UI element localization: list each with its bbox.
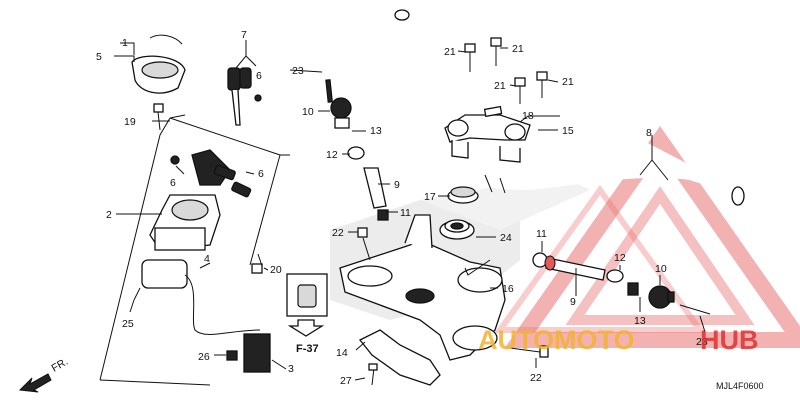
callout-17: 17 xyxy=(424,191,436,203)
callout-20: 20 xyxy=(270,264,282,276)
callout-13-top: 13 xyxy=(370,125,382,137)
diagram-code: MJL4F0600 xyxy=(716,381,764,391)
callout-8: 8 xyxy=(646,127,652,139)
callout-12-top: 12 xyxy=(326,149,338,161)
callout-21-b: 21 xyxy=(512,43,524,55)
front-arrow xyxy=(18,373,52,393)
figure-reference-label: F-37 xyxy=(296,343,319,355)
callout-26: 26 xyxy=(198,351,210,363)
wire-clamp xyxy=(358,329,441,386)
callout-22-left: 22 xyxy=(332,227,344,239)
watermark-text: AUTOMOTO HUB xyxy=(478,325,759,355)
watermark-word-2: HUB xyxy=(700,325,759,355)
callout-9-right: 9 xyxy=(570,296,576,308)
callout-16: 16 xyxy=(502,283,514,295)
callout-11-top: 11 xyxy=(400,207,411,219)
lock-cap xyxy=(131,55,186,94)
callout-2: 2 xyxy=(106,209,112,221)
callout-4: 4 xyxy=(204,253,210,265)
callout-6-left: 6 xyxy=(170,177,176,189)
switch-parts xyxy=(325,79,389,221)
callout-21-c: 21 xyxy=(494,80,506,92)
ignition-switch xyxy=(149,149,252,251)
callout-10-top: 10 xyxy=(302,106,314,118)
callout-21-a: 21 xyxy=(444,46,456,58)
callout-25: 25 xyxy=(122,318,134,330)
stem-cap xyxy=(447,186,479,204)
key-set xyxy=(227,67,262,126)
bolt-19 xyxy=(153,103,164,131)
callout-10-right: 10 xyxy=(655,263,667,275)
callout-18: 18 xyxy=(522,110,534,122)
callout-19: 19 xyxy=(124,116,136,128)
callout-23-top: 23 xyxy=(292,65,304,77)
callout-24: 24 xyxy=(500,232,512,244)
callout-14: 14 xyxy=(336,347,348,359)
bolt-21-group xyxy=(464,37,548,104)
ignition-box-outline xyxy=(99,114,290,386)
figure-reference-box xyxy=(286,273,328,337)
screw-27 xyxy=(368,363,378,386)
callout-6-right: 6 xyxy=(258,168,264,180)
callout-1: 1 xyxy=(122,37,128,49)
callout-22-bottom: 22 xyxy=(530,372,542,384)
ignition-harness xyxy=(133,259,271,373)
bolt-20 xyxy=(251,253,263,274)
snap-ring xyxy=(149,34,183,45)
top-bridge xyxy=(339,214,506,361)
front-label: FR. xyxy=(50,356,71,375)
callout-21-d: 21 xyxy=(562,76,574,88)
callout-11-right: 11 xyxy=(536,228,547,240)
bolt-22-bottom xyxy=(509,345,549,358)
callout-3: 3 xyxy=(288,363,294,375)
callout-5: 5 xyxy=(96,51,102,63)
handlebar-pipe xyxy=(394,9,745,206)
handlebar-holder-upper xyxy=(444,105,531,163)
callout-27: 27 xyxy=(340,375,352,387)
watermark-word-1: AUTOMOTO xyxy=(478,325,635,355)
callout-23-right: 23 xyxy=(696,336,708,348)
callout-7: 7 xyxy=(241,29,247,41)
callout-15: 15 xyxy=(562,125,574,137)
callout-9-top: 9 xyxy=(394,179,400,191)
callout-labels: 1 5 19 7 6 2 6 6 4 20 25 26 3 F-37 23 10… xyxy=(50,29,764,391)
stem-nut xyxy=(439,219,475,240)
callout-13-right: 13 xyxy=(634,315,646,327)
leader-lines xyxy=(114,40,706,381)
callout-12-right: 12 xyxy=(614,252,626,264)
callout-6-top: 6 xyxy=(256,70,262,82)
